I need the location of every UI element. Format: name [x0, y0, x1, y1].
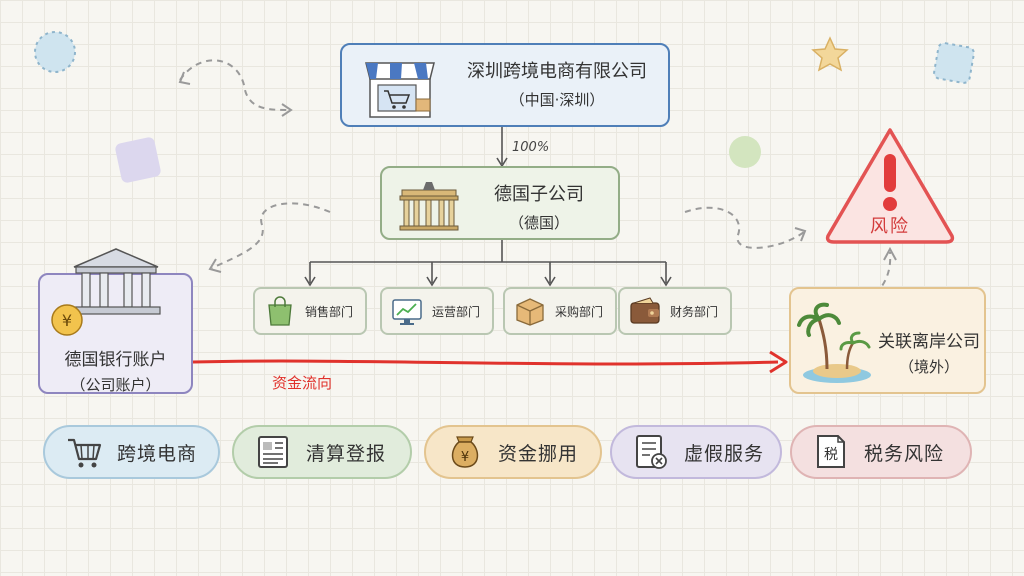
offshore-company-sub: （境外）: [898, 358, 959, 376]
tag-liquidation-notice[interactable]: 清算登报: [232, 425, 412, 479]
deco-arrow: [179, 59, 291, 111]
parent-company-node[interactable]: 深圳跨境电商有限公司 （中国·深圳）: [340, 43, 670, 127]
fund-flow-label: 资金流向: [272, 374, 333, 392]
money-bag-icon: ¥: [451, 436, 479, 468]
dept-procurement-label: 采购部门: [555, 304, 604, 319]
dept-operations-label: 运营部门: [432, 304, 481, 319]
island-icon: [797, 302, 871, 383]
bank-account-sub: （公司账户）: [70, 376, 161, 394]
subsidiary-node[interactable]: 德国子公司 （德国）: [380, 166, 620, 240]
dept-procurement[interactable]: 采购部门: [503, 287, 617, 335]
dept-finance[interactable]: 财务部门: [618, 287, 732, 335]
ownership-label: 100%: [512, 140, 550, 155]
svg-text:¥: ¥: [461, 450, 469, 465]
storefront-icon: [365, 62, 435, 118]
parent-company-name: 深圳跨境电商有限公司: [467, 61, 647, 82]
deco-circle: [34, 31, 76, 73]
monitor-chart-icon: [392, 299, 422, 325]
warning-icon: [825, 128, 955, 244]
box-icon: [516, 298, 544, 326]
checklist-icon: [636, 435, 667, 469]
deco-square: [115, 137, 161, 183]
bank-account-node[interactable]: ¥ 德国银行账户 （公司账户）: [38, 248, 193, 394]
tag-fund-misappropriation[interactable]: ¥ 资金挪用: [424, 425, 602, 479]
deco-arrowhead: [178, 71, 191, 85]
parent-company-location: （中国·深圳）: [509, 91, 605, 109]
tag-label: 资金挪用: [498, 442, 579, 465]
offshore-company-name: 关联离岸公司: [878, 332, 980, 352]
dept-operations[interactable]: 运营部门: [380, 287, 494, 335]
cart-icon: [68, 438, 102, 468]
risk-label: 风险: [870, 216, 910, 237]
deco-arrowhead: [794, 227, 807, 242]
tag-label: 跨境电商: [117, 442, 198, 465]
deco-arrowhead: [208, 258, 222, 273]
dept-finance-label: 财务部门: [670, 304, 719, 319]
offshore-company-node[interactable]: 关联离岸公司 （境外）: [789, 287, 986, 394]
tag-cross-border-ecommerce[interactable]: 跨境电商: [43, 425, 220, 479]
deco-arrowhead: [883, 246, 897, 261]
tag-fake-services[interactable]: 虚假服务: [610, 425, 782, 479]
tag-label: 虚假服务: [684, 442, 765, 465]
deco-arrowhead: [281, 103, 293, 117]
deco-arrow: [211, 202, 331, 269]
svg-text:¥: ¥: [62, 311, 72, 330]
tag-label: 税务风险: [864, 442, 945, 465]
deco-circle: [729, 136, 761, 168]
bank-icon: [71, 248, 161, 315]
deco-arrow: [684, 206, 805, 249]
subsidiary-location: （德国）: [508, 214, 569, 232]
tag-tax-risk[interactable]: 税 税务风险: [790, 425, 972, 479]
bank-account-name: 德国银行账户: [64, 350, 167, 370]
dept-sales[interactable]: 销售部门: [253, 287, 367, 335]
fund-flow-arrow: [192, 359, 779, 366]
tag-label: 清算登报: [306, 442, 387, 465]
deco-square: [933, 42, 975, 84]
brandenburg-gate-icon: [399, 182, 459, 231]
subsidiary-name: 德国子公司: [494, 184, 584, 205]
shopping-bag-icon: [268, 296, 292, 326]
yen-coin-icon: ¥: [51, 304, 83, 336]
document-icon: [258, 436, 288, 468]
wallet-icon: [630, 297, 660, 324]
tax-icon: 税: [817, 435, 845, 468]
svg-text:税: 税: [824, 447, 838, 463]
fund-flow-arrowhead: [769, 350, 788, 374]
star-icon: [811, 36, 849, 72]
dept-drops: [304, 262, 672, 287]
dept-sales-label: 销售部门: [305, 304, 354, 319]
